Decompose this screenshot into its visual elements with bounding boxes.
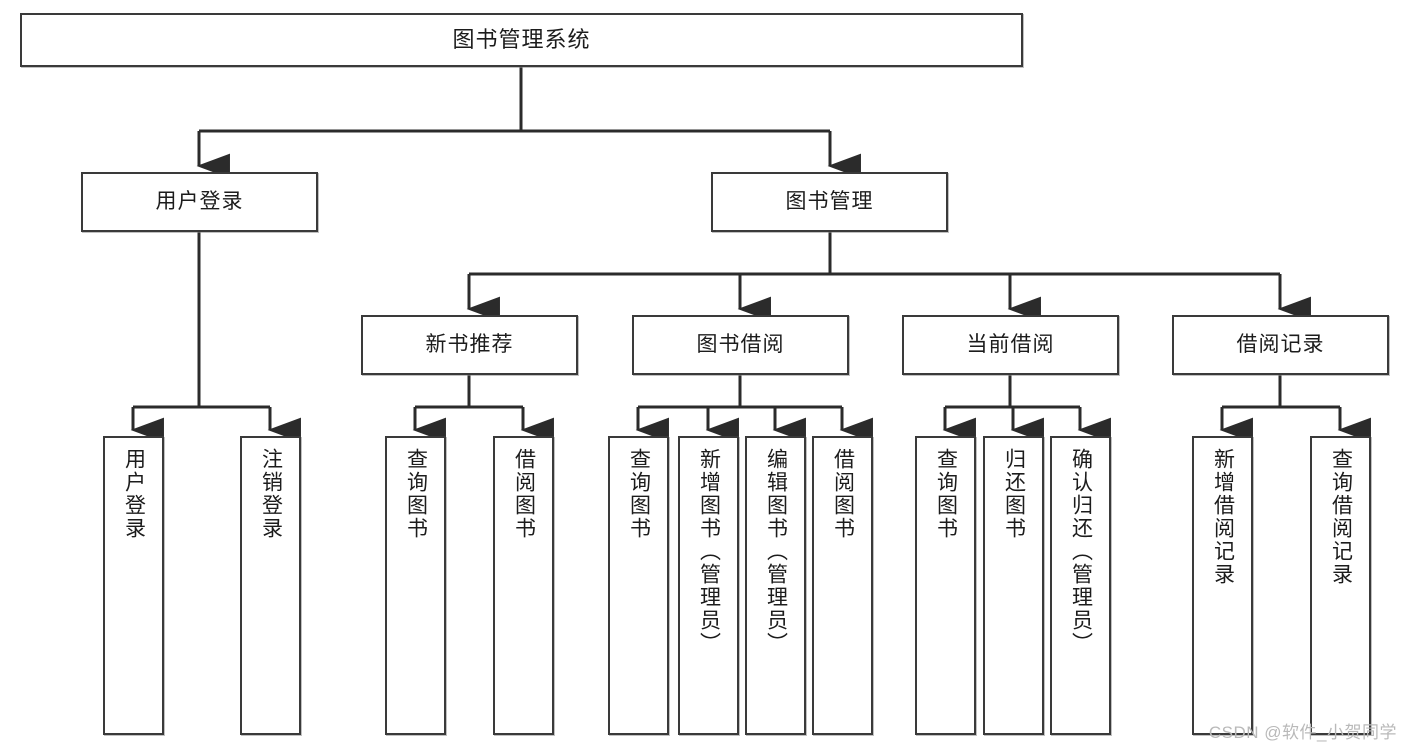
node-label: 用户登录 xyxy=(122,448,146,540)
node-label: 查询图书 xyxy=(627,448,651,540)
node-label: 借阅记录 xyxy=(1236,332,1325,356)
node-label: 借阅图书 xyxy=(512,448,536,540)
node-label: 新增图书（管理员） xyxy=(697,448,721,655)
leaf-current-borrow-confirm-return-admin[interactable]: 确认归还（管理员） xyxy=(1050,436,1111,735)
node-label: 编辑图书（管理员） xyxy=(764,448,788,655)
node-root-book-management-system[interactable]: 图书管理系统 xyxy=(20,13,1023,67)
leaf-book-borrow-edit-book-admin[interactable]: 编辑图书（管理员） xyxy=(745,436,806,735)
leaf-book-borrow-borrow-book[interactable]: 借阅图书 xyxy=(812,436,873,735)
leaf-current-borrow-return-book[interactable]: 归还图书 xyxy=(983,436,1044,735)
node-label: 新书推荐 xyxy=(425,332,514,356)
leaf-book-borrow-add-book-admin[interactable]: 新增图书（管理员） xyxy=(678,436,739,735)
leaf-book-borrow-query-book[interactable]: 查询图书 xyxy=(608,436,669,735)
node-label: 借阅图书 xyxy=(831,448,855,540)
node-label: 用户登录 xyxy=(155,189,244,213)
leaf-borrow-record-add-record[interactable]: 新增借阅记录 xyxy=(1192,436,1253,735)
leaf-current-borrow-query-book[interactable]: 查询图书 xyxy=(915,436,976,735)
leaf-borrow-record-query-record[interactable]: 查询借阅记录 xyxy=(1310,436,1371,735)
node-label: 当前借阅 xyxy=(966,332,1055,356)
node-borrow-record[interactable]: 借阅记录 xyxy=(1172,315,1389,375)
node-book-management[interactable]: 图书管理 xyxy=(711,172,948,232)
node-label: 确认归还（管理员） xyxy=(1069,448,1093,655)
node-label: 图书借阅 xyxy=(696,332,785,356)
node-user-login[interactable]: 用户登录 xyxy=(81,172,318,232)
node-book-borrow[interactable]: 图书借阅 xyxy=(632,315,849,375)
node-label: 查询借阅记录 xyxy=(1329,448,1353,586)
leaf-new-book-query-book[interactable]: 查询图书 xyxy=(385,436,446,735)
node-label: 注销登录 xyxy=(259,448,283,540)
node-label: 新增借阅记录 xyxy=(1211,448,1235,586)
leaf-user-login-logout[interactable]: 注销登录 xyxy=(240,436,301,735)
watermark: CSDN @软件_小贺同学 xyxy=(1208,723,1397,742)
node-label: 图书管理系统 xyxy=(452,27,591,53)
leaf-new-book-borrow-book[interactable]: 借阅图书 xyxy=(493,436,554,735)
node-new-book-recommend[interactable]: 新书推荐 xyxy=(361,315,578,375)
node-label: 归还图书 xyxy=(1002,448,1026,540)
leaf-user-login-login[interactable]: 用户登录 xyxy=(103,436,164,735)
node-label: 查询图书 xyxy=(934,448,958,540)
node-current-borrow[interactable]: 当前借阅 xyxy=(902,315,1119,375)
node-label: 查询图书 xyxy=(404,448,428,540)
node-label: 图书管理 xyxy=(785,189,874,213)
